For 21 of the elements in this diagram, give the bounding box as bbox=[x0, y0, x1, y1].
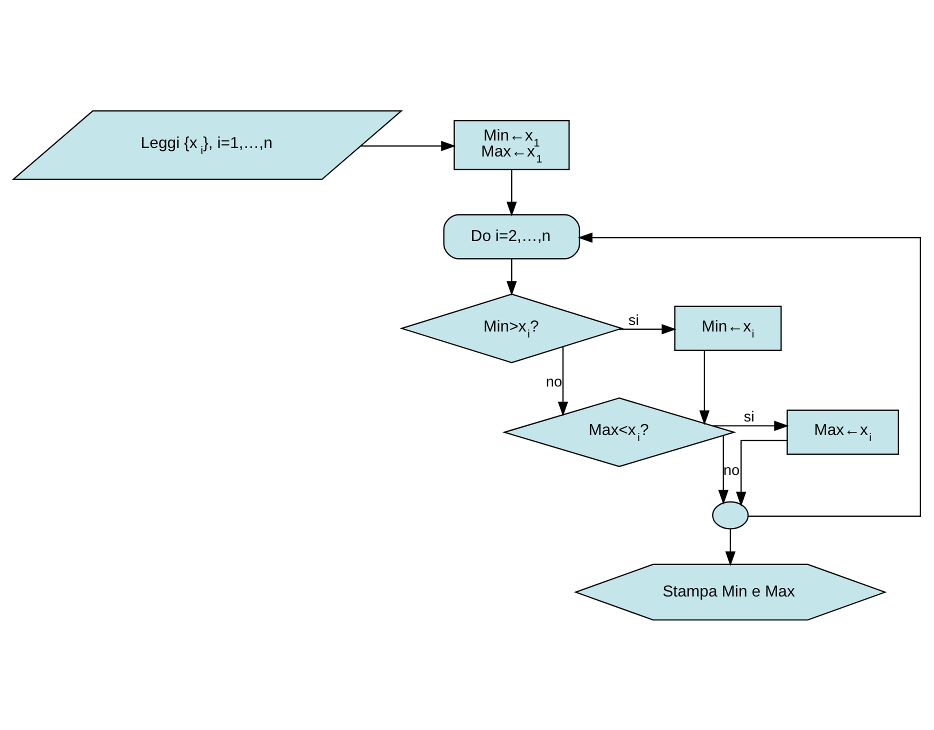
arrow bbox=[736, 439, 788, 506]
arrow bbox=[578, 232, 922, 516]
arrow bbox=[506, 169, 517, 216]
node-box: Min←x$_{1}$ Max←x$_{1}$ bbox=[454, 120, 570, 170]
node-diamond: Max<x$_{i}$? bbox=[502, 396, 736, 467]
arrow bbox=[718, 435, 729, 504]
node-box: Max←x$_{i}$ bbox=[786, 409, 900, 454]
edge-label: si bbox=[628, 312, 639, 329]
arrow bbox=[506, 258, 517, 296]
edge-label: no bbox=[546, 374, 562, 390]
arrow bbox=[712, 420, 789, 430]
node-circle bbox=[712, 500, 749, 529]
node-diamond: Min>x$_{i}$? bbox=[400, 293, 624, 363]
arrow bbox=[725, 528, 736, 566]
arrow bbox=[699, 350, 710, 425]
arrow bbox=[618, 324, 676, 334]
arrow bbox=[360, 140, 456, 151]
node-box: Min←x$_{i}$ bbox=[674, 305, 782, 350]
node-box: Do i=2,…,n bbox=[443, 214, 580, 259]
edge-label: si bbox=[744, 409, 754, 426]
arrow bbox=[558, 346, 568, 416]
